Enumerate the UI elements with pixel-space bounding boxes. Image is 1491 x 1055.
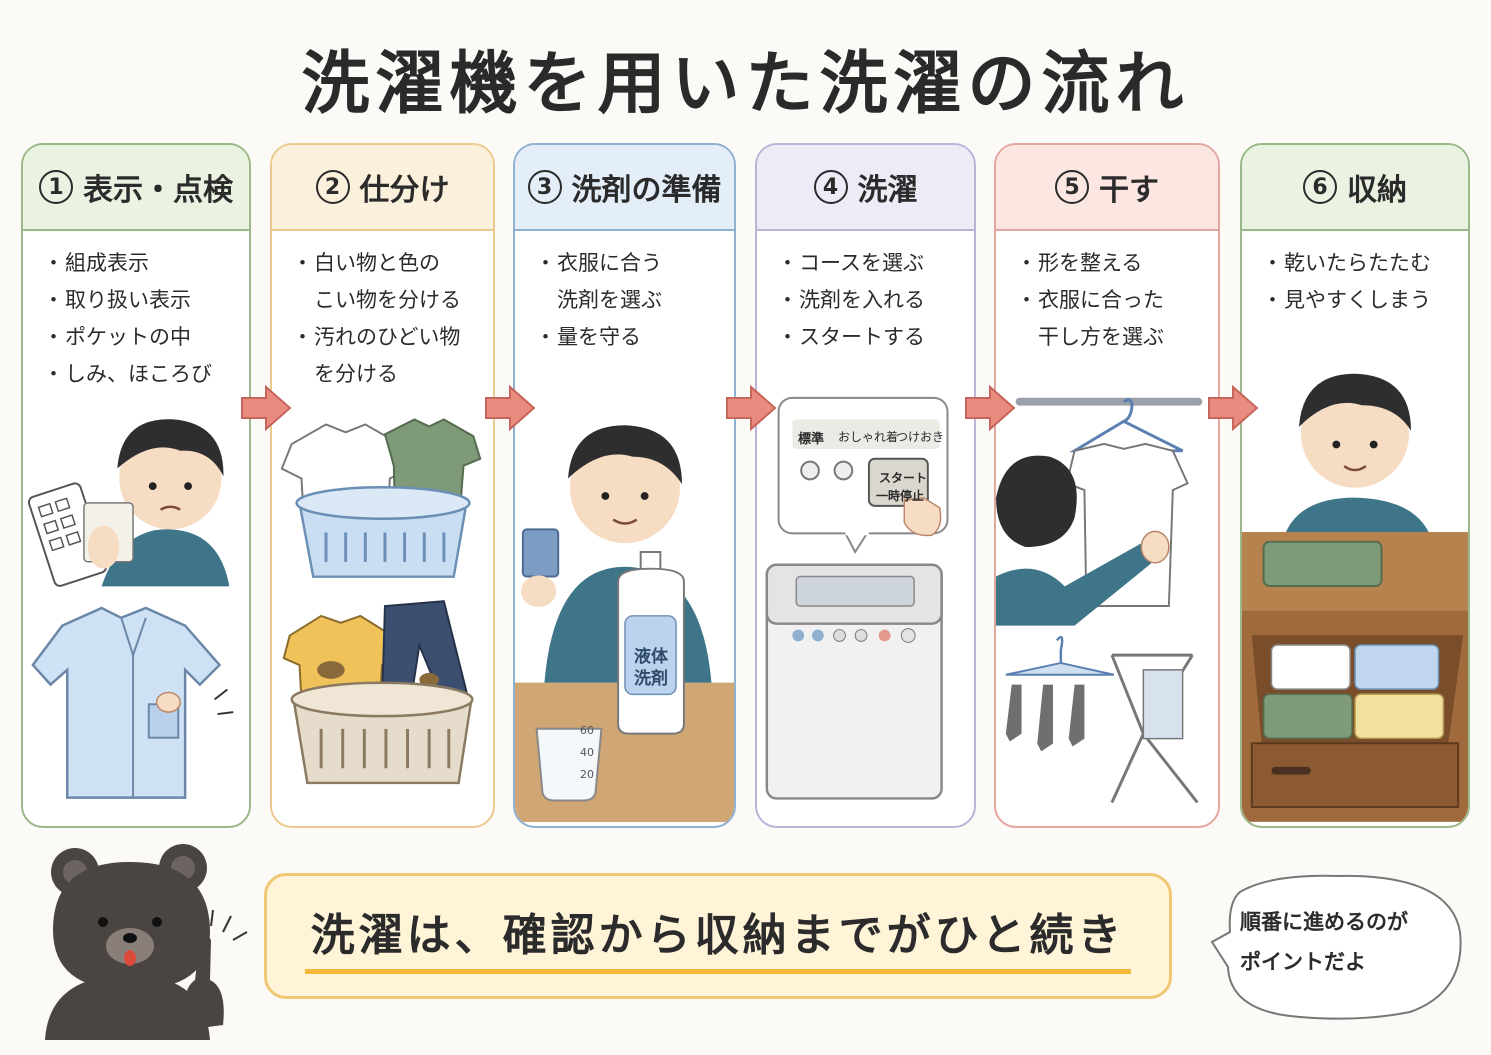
step-number-4: 4 bbox=[813, 170, 848, 204]
bullet: しみ、ほころび bbox=[43, 356, 249, 393]
bullet: 形を整える bbox=[1016, 245, 1218, 282]
step-header-4: 4 洗濯 bbox=[757, 145, 974, 231]
bullet: 洗剤を入れる bbox=[777, 282, 974, 319]
sorting-illustration bbox=[280, 418, 482, 785]
button-start: スタート bbox=[879, 471, 928, 485]
arrow-icon bbox=[726, 385, 777, 431]
washing-machine-illustration bbox=[765, 396, 949, 800]
bullet: 白い物と色の こい物を分ける bbox=[292, 245, 493, 319]
bear-mascot-icon bbox=[45, 844, 248, 1040]
step-number-3: 3 bbox=[527, 170, 562, 204]
bullet: 量を守る bbox=[535, 319, 734, 356]
bullet: 見やすくしまう bbox=[1262, 282, 1468, 319]
step-header-1: 1 表示・点検 bbox=[23, 145, 249, 231]
step-panel-6: 6 収納 乾いたらたたむ 見やすくしまう bbox=[1240, 143, 1470, 828]
drying-illustration bbox=[996, 397, 1203, 804]
bullet: コースを選ぶ bbox=[777, 245, 974, 282]
bullet: 衣服に合う 洗剤を選ぶ bbox=[535, 245, 734, 319]
detergent-label-text: 液体 洗剤 bbox=[634, 647, 668, 689]
summary-message: 洗濯は、確認から収納までがひと続き bbox=[304, 899, 1132, 974]
speech-bubble bbox=[1210, 874, 1462, 1020]
step-bullets-3: 衣服に合う 洗剤を選ぶ 量を守る bbox=[515, 245, 734, 356]
bullet: スタートする bbox=[777, 319, 974, 356]
step-panel-1: 1 表示・点検 組成表示 取り扱い表示 ポケットの中 しみ、ほころび bbox=[21, 143, 251, 828]
bullet: 取り扱い表示 bbox=[43, 282, 249, 319]
arrow-icon bbox=[485, 385, 536, 431]
step-header-2: 2 仕分け bbox=[272, 145, 493, 231]
bear-speech-text: 順番に進めるのが ポイントだよ bbox=[1240, 910, 1408, 974]
step-panel-2: 2 仕分け 白い物と色の こい物を分ける 汚れのひどい物 を分ける bbox=[270, 143, 495, 828]
detergent-illustration bbox=[515, 425, 734, 823]
step-number-5: 5 bbox=[1055, 170, 1089, 204]
bullet: 汚れのひどい物 を分ける bbox=[292, 319, 493, 393]
step-label-5: 干す bbox=[1099, 173, 1159, 208]
arrow-icon bbox=[241, 385, 292, 431]
step-bullets-6: 乾いたらたたむ 見やすくしまう bbox=[1242, 245, 1468, 319]
step-header-5: 5 干す bbox=[996, 145, 1218, 231]
step-panel-5: 5 干す 形を整える 衣服に合った 干し方を選ぶ bbox=[994, 143, 1220, 828]
cup-mark-60: 60 bbox=[580, 724, 594, 737]
step-bullets-2: 白い物と色の こい物を分ける 汚れのひどい物 を分ける bbox=[272, 245, 493, 393]
bullet: 組成表示 bbox=[43, 245, 249, 282]
storage-illustration bbox=[1242, 373, 1468, 822]
step-panel-3: 3 洗剤の準備 衣服に合う 洗剤を選ぶ 量を守る bbox=[513, 143, 736, 828]
button-standard: 標準 bbox=[798, 432, 825, 447]
step-label-1: 表示・点検 bbox=[83, 173, 233, 208]
step-bullets-1: 組成表示 取り扱い表示 ポケットの中 しみ、ほころび bbox=[23, 245, 249, 393]
step-header-6: 6 収納 bbox=[1242, 145, 1468, 231]
page-title: 洗濯機を用いた洗濯の流れ bbox=[301, 45, 1190, 124]
step-number-1: 1 bbox=[39, 170, 73, 204]
button-pause: 一時停止 bbox=[876, 489, 925, 503]
step-number-6: 6 bbox=[1303, 170, 1337, 204]
step-label-2: 仕分け bbox=[359, 173, 450, 208]
arrow-icon bbox=[1208, 385, 1259, 431]
bullet: ポケットの中 bbox=[43, 319, 249, 356]
step-label-4: 洗濯 bbox=[857, 173, 918, 208]
button-soak: つけおき bbox=[896, 430, 945, 444]
step-label-3: 洗剤の準備 bbox=[571, 173, 722, 208]
summary-box: 洗濯は、確認から収納までがひと続き bbox=[264, 873, 1172, 999]
button-fashion: おしゃれ着 bbox=[838, 430, 899, 444]
step-header-3: 3 洗剤の準備 bbox=[515, 145, 734, 231]
step-panel-4: 4 洗濯 コースを選ぶ 洗剤を入れる スタートする bbox=[755, 143, 976, 828]
step-bullets-5: 形を整える 衣服に合った 干し方を選ぶ bbox=[996, 245, 1218, 356]
cup-mark-20: 20 bbox=[580, 768, 594, 781]
inspect-illustration bbox=[27, 419, 234, 799]
bullet: 衣服に合った 干し方を選ぶ bbox=[1016, 282, 1218, 356]
step-label-6: 収納 bbox=[1347, 173, 1407, 208]
arrow-icon bbox=[965, 385, 1016, 431]
step-bullets-4: コースを選ぶ 洗剤を入れる スタートする bbox=[757, 245, 974, 356]
step-number-2: 2 bbox=[315, 170, 350, 204]
cup-mark-40: 40 bbox=[580, 746, 594, 759]
bullet: 乾いたらたたむ bbox=[1262, 245, 1468, 282]
